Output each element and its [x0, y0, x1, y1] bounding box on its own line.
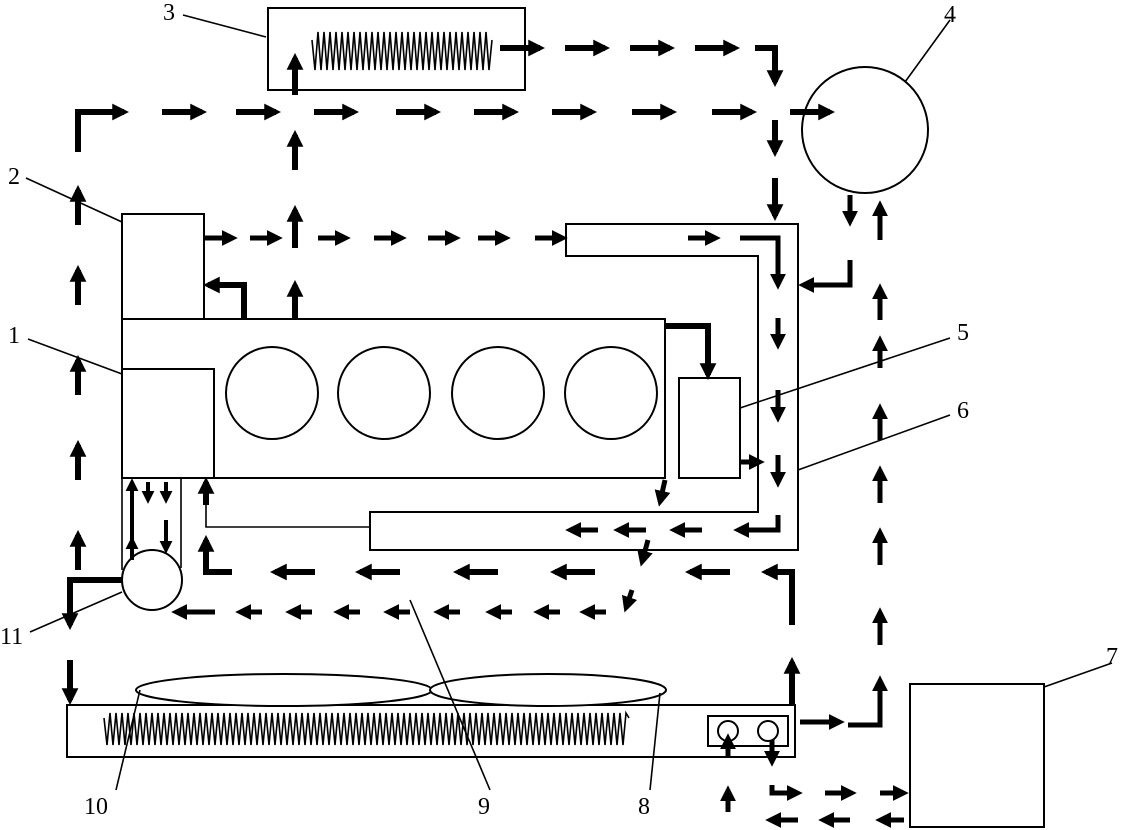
flow-arrow	[654, 479, 671, 507]
radiator-port-out	[757, 720, 779, 742]
label-11: 11	[0, 624, 23, 650]
heater-core-coil	[311, 31, 493, 71]
flow-arrow-bend	[665, 323, 717, 381]
cylinder-4	[564, 346, 658, 440]
auxiliary-unit	[909, 683, 1045, 828]
label-8: 8	[638, 794, 650, 820]
flow-arrow-bend	[75, 103, 130, 152]
label-4: 4	[944, 2, 956, 28]
flow-arrow-bend	[798, 260, 853, 294]
flow-arrow-bend	[733, 515, 781, 539]
label-1: 1	[8, 323, 20, 349]
flow-arrow-bend	[202, 276, 247, 319]
cylinder-3	[451, 346, 545, 440]
flow-arrow	[637, 539, 653, 567]
cylinder-2	[337, 346, 431, 440]
label-7: 7	[1106, 644, 1118, 670]
oil-cooler	[678, 377, 741, 479]
label-10: 10	[84, 794, 108, 820]
label-3: 3	[163, 0, 175, 26]
flow-arrow	[621, 589, 638, 613]
bypass-line	[205, 486, 370, 528]
label-2: 2	[8, 164, 20, 190]
heater-core-box	[267, 7, 526, 91]
cylinder-1	[225, 346, 319, 440]
fan-left	[135, 673, 433, 707]
flow-arrow-bend	[740, 235, 787, 290]
label-9: 9	[478, 794, 490, 820]
label-6: 6	[957, 398, 969, 424]
flow-arrow-bend	[769, 784, 803, 802]
radiator-coil	[103, 710, 630, 746]
coolant-gallery	[369, 223, 799, 551]
engine-pump-housing	[121, 368, 215, 479]
flow-arrow-bend	[848, 675, 889, 728]
flow-arrow-bend	[197, 534, 232, 575]
leader-lines	[25, 14, 1113, 791]
radiator	[66, 704, 796, 758]
flow-arrow-bend	[61, 577, 122, 631]
label-5: 5	[957, 320, 969, 346]
flow-arrow-bend	[760, 563, 795, 625]
flow-arrow-bend	[755, 45, 784, 88]
fan-right	[429, 673, 667, 707]
thermostat-housing	[121, 213, 205, 321]
coolant-flow-arrows	[61, 39, 909, 829]
expansion-tank	[801, 66, 929, 194]
